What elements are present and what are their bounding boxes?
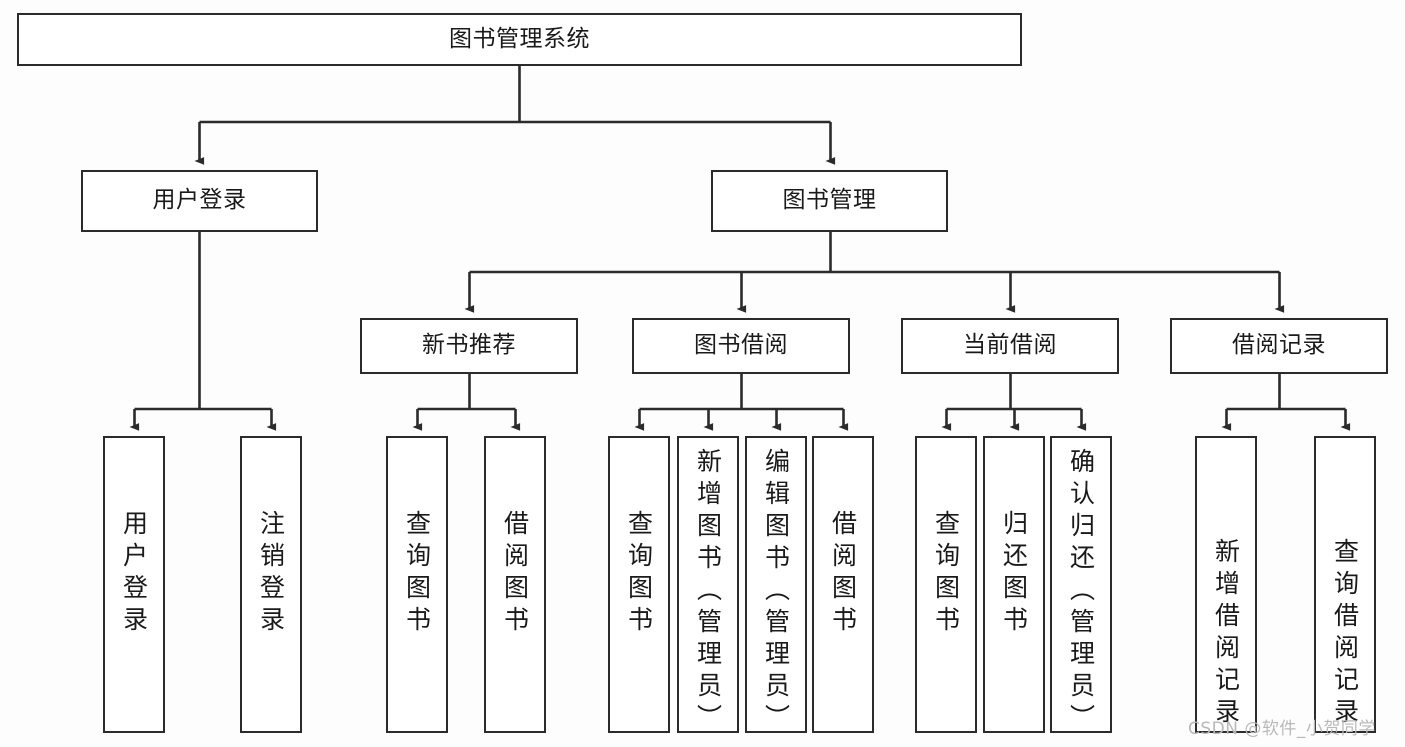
node-book-borrow-label: 图书借阅 [694, 332, 788, 359]
node-leaf-add-borrow-record[interactable]: 新增借阅记录 [1195, 436, 1257, 733]
node-leaf-query-book-current-label: 查询图书 [931, 510, 961, 638]
node-current-borrow-label: 当前借阅 [963, 332, 1057, 359]
node-leaf-edit-book-label: 编辑图书（管理员） [761, 448, 791, 736]
node-leaf-query-borrow-record-label: 查询借阅记录 [1330, 538, 1360, 730]
node-root[interactable]: 图书管理系统 [17, 13, 1022, 66]
node-book-management[interactable]: 图书管理 [711, 170, 948, 232]
node-leaf-add-book[interactable]: 新增图书（管理员） [677, 436, 739, 736]
node-leaf-confirm-return[interactable]: 确认归还（管理员） [1050, 436, 1112, 736]
node-leaf-add-book-label: 新增图书（管理员） [693, 448, 723, 736]
node-leaf-query-book-borrow[interactable]: 查询图书 [608, 436, 670, 733]
node-leaf-borrow-book-recommend[interactable]: 借阅图书 [484, 436, 546, 733]
node-leaf-confirm-return-label: 确认归还（管理员） [1066, 448, 1096, 736]
node-borrow-record-label: 借阅记录 [1232, 332, 1326, 359]
node-borrow-record[interactable]: 借阅记录 [1170, 318, 1388, 374]
node-leaf-query-book-current[interactable]: 查询图书 [915, 436, 977, 733]
node-new-book-recommend[interactable]: 新书推荐 [360, 318, 578, 374]
node-leaf-query-borrow-record[interactable]: 查询借阅记录 [1314, 436, 1376, 733]
node-new-book-recommend-label: 新书推荐 [422, 332, 516, 359]
node-user-login[interactable]: 用户登录 [81, 170, 318, 232]
node-leaf-query-book-recommend[interactable]: 查询图书 [386, 436, 448, 733]
node-root-label: 图书管理系统 [449, 25, 590, 52]
node-leaf-borrow-book-label: 借阅图书 [828, 510, 858, 638]
node-leaf-add-borrow-record-label: 新增借阅记录 [1211, 538, 1241, 730]
node-current-borrow[interactable]: 当前借阅 [901, 318, 1119, 374]
node-leaf-return-book-label: 归还图书 [999, 510, 1029, 638]
node-leaf-query-book-recommend-label: 查询图书 [402, 510, 432, 638]
node-leaf-borrow-book-recommend-label: 借阅图书 [500, 510, 530, 638]
node-leaf-logout[interactable]: 注销登录 [240, 436, 302, 733]
node-book-management-label: 图书管理 [782, 187, 877, 214]
node-leaf-user-login[interactable]: 用户登录 [103, 436, 165, 733]
node-leaf-logout-label: 注销登录 [256, 510, 286, 638]
node-leaf-return-book[interactable]: 归还图书 [983, 436, 1045, 733]
node-book-borrow[interactable]: 图书借阅 [632, 318, 850, 374]
node-leaf-query-book-borrow-label: 查询图书 [624, 510, 654, 638]
watermark-label: CSDN @软件_小贺同学 [1188, 719, 1376, 739]
node-leaf-user-login-label: 用户登录 [119, 510, 149, 638]
node-leaf-borrow-book[interactable]: 借阅图书 [812, 436, 874, 733]
node-leaf-edit-book[interactable]: 编辑图书（管理员） [745, 436, 807, 736]
node-user-login-label: 用户登录 [152, 187, 247, 214]
